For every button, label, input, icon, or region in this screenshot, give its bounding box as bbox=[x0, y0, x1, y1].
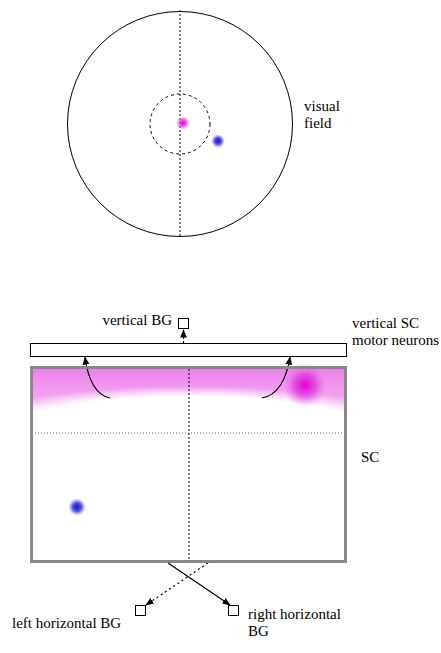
node-label: left horizontal BG bbox=[12, 615, 122, 632]
projection-arrow bbox=[262, 357, 290, 398]
vertical-meridian bbox=[189, 369, 190, 560]
node-label: SC bbox=[361, 449, 401, 466]
node-label: vertical BG bbox=[52, 312, 172, 329]
bg-unit-box: left horizontal BG bbox=[135, 605, 146, 616]
magenta-blob bbox=[283, 363, 327, 407]
projection-arrow bbox=[168, 563, 230, 605]
magenta-target bbox=[176, 116, 190, 130]
node-label: vertical SC motor neurons bbox=[352, 315, 440, 350]
sc-map: SC bbox=[30, 366, 347, 563]
bg-unit-box: right horizontal BG bbox=[228, 605, 239, 616]
projection-arrow bbox=[183, 330, 184, 343]
blue-target bbox=[211, 134, 225, 148]
projection-arrow bbox=[85, 357, 110, 398]
bg-unit-box: vertical BG bbox=[178, 318, 189, 329]
motor-neuron-bar: vertical SC motor neurons bbox=[30, 343, 347, 357]
node-label: visual field bbox=[304, 98, 364, 133]
visual-field-circle: visual field bbox=[67, 11, 293, 237]
node-label: right horizontal BG bbox=[248, 606, 348, 641]
fovea-circle bbox=[150, 94, 210, 154]
blue-blob bbox=[68, 498, 86, 516]
